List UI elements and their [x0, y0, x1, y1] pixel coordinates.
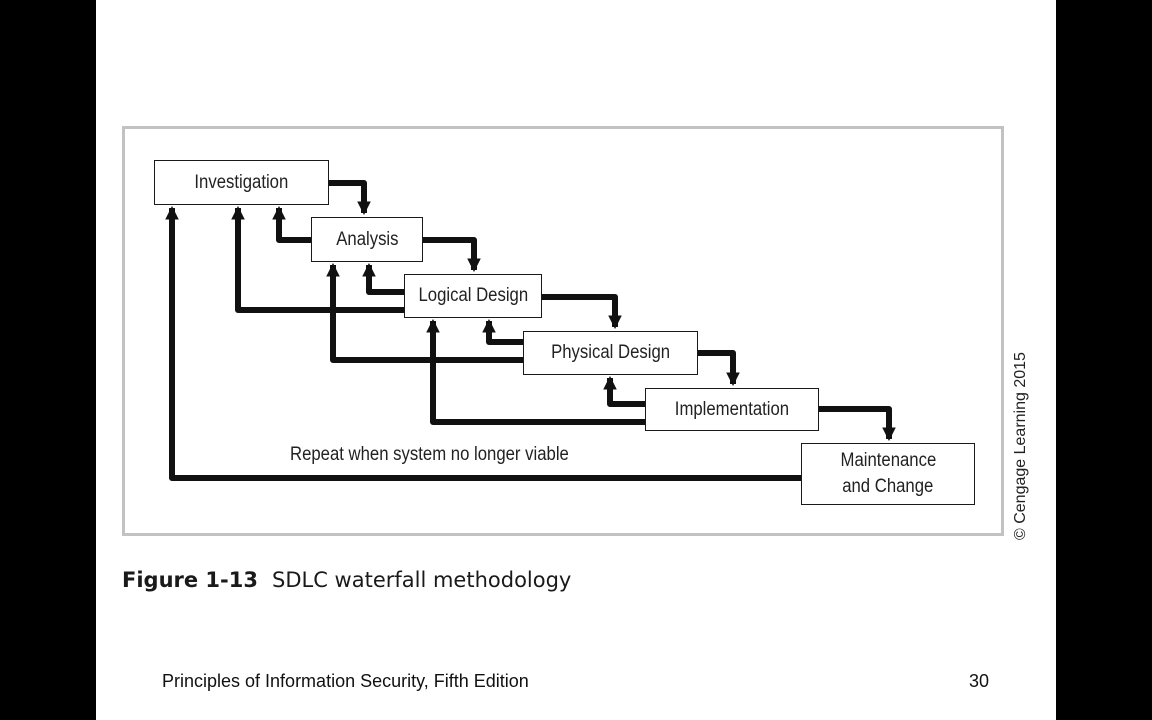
feedback-implementation-to-logical — [426, 318, 646, 425]
logical-design-box: Logical Design — [404, 274, 542, 318]
figure-title: SDLC waterfall methodology — [272, 568, 572, 592]
flow-logical-to-physical-design — [542, 294, 622, 330]
maintenance-label-line1: Maintenance — [840, 450, 936, 471]
maintenance-box: Maintenance and Change — [801, 443, 975, 505]
analysis-label: Analysis — [335, 228, 399, 250]
flow-investigation-to-analysis — [328, 180, 371, 216]
footer-page-number: 30 — [969, 671, 990, 691]
investigation-label: Investigation — [194, 171, 289, 193]
flow-analysis-to-logical-design — [422, 237, 481, 273]
feedback-implementation-to-physical — [603, 375, 646, 407]
footer-book-title: Principles of Information Security, Fift… — [162, 671, 529, 691]
feedback-physical-to-analysis — [326, 262, 524, 363]
figure-caption: Figure 1-13 SDLC waterfall methodology — [122, 568, 571, 592]
physical-design-box: Physical Design — [523, 331, 698, 375]
feedback-physical-to-logical — [482, 318, 524, 345]
repeat-label: Repeat when system no longer viable — [290, 444, 569, 465]
implementation-box: Implementation — [645, 388, 819, 431]
flow-implementation-to-maintenance — [818, 406, 896, 442]
maintenance-label-line2: and Change — [842, 476, 934, 497]
feedback-maintenance-to-investigation — [165, 205, 802, 481]
feedback-analysis-to-investigation — [272, 205, 312, 243]
copyright-notice: © Cengage Learning 2015 — [1012, 352, 1029, 540]
figure-number: Figure 1-13 — [122, 568, 258, 592]
feedback-logical-to-investigation — [231, 205, 405, 313]
analysis-box: Analysis — [311, 217, 423, 262]
implementation-label: Implementation — [674, 398, 790, 420]
investigation-box: Investigation — [154, 160, 329, 205]
feedback-logical-to-analysis — [362, 262, 405, 295]
physical-design-label: Physical Design — [551, 342, 670, 363]
logical-design-label: Logical Design — [418, 285, 528, 306]
flow-physical-design-to-implementation — [697, 350, 740, 387]
